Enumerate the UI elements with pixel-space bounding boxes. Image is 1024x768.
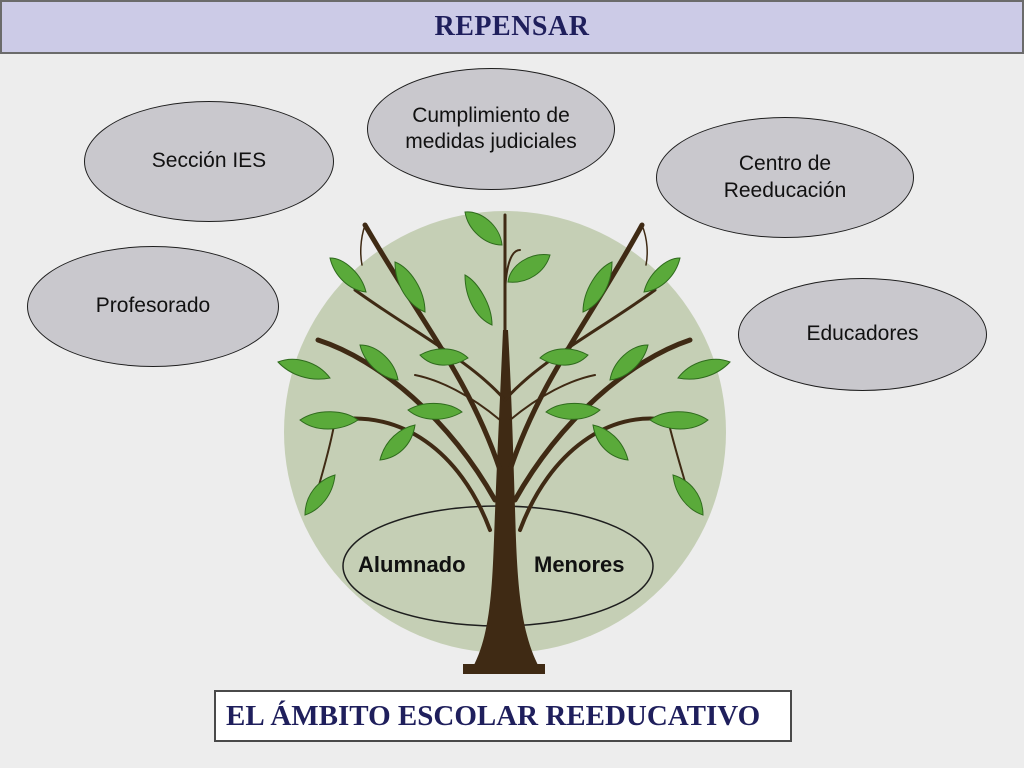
tree-leaves	[277, 211, 731, 516]
bubble-educadores-label: Educadores	[806, 322, 919, 346]
bubble-centro-reeducacion: Centro de Reeducación	[656, 117, 914, 238]
bubble-profesorado: Profesorado	[27, 246, 279, 367]
bubble-educadores: Educadores	[738, 278, 987, 391]
tree-trunk	[470, 330, 542, 672]
bubble-cumplimiento-label: Cumplimiento de medidas judiciales	[405, 103, 577, 153]
bubble-profesorado-label: Profesorado	[95, 294, 211, 318]
bubble-seccion-ies: Sección IES	[84, 101, 334, 222]
tree-root	[463, 664, 545, 674]
title-bar: REPENSAR	[0, 0, 1024, 54]
bubble-cumplimiento: Cumplimiento de medidas judiciales	[367, 68, 615, 190]
footer-title-box: EL ÁMBITO ESCOLAR REEDUCATIVO	[214, 690, 792, 742]
base-label-menores: Menores	[534, 552, 625, 577]
bubble-centro-label: Centro de Reeducación	[723, 152, 847, 202]
footer-title: EL ÁMBITO ESCOLAR REEDUCATIVO	[226, 699, 761, 732]
page-title: REPENSAR	[434, 11, 590, 42]
base-label-alumnado: Alumnado	[358, 552, 466, 577]
bubble-seccion-ies-label: Sección IES	[151, 149, 267, 173]
